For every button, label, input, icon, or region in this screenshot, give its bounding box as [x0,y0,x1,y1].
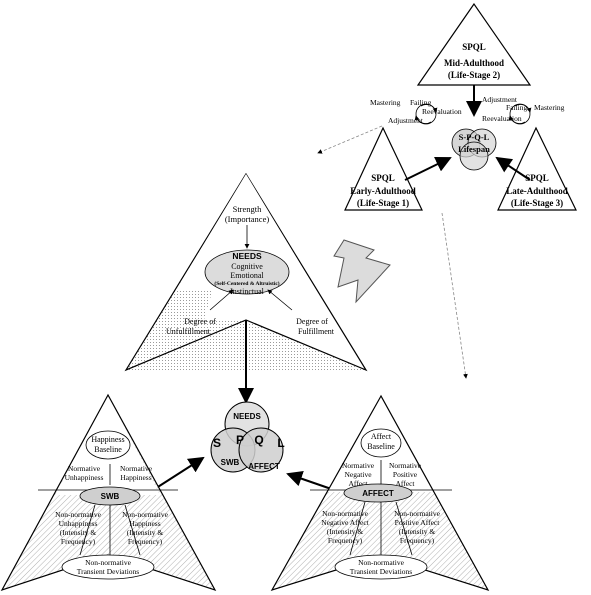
lifespan-venn: S-P-Q-L Lifespan [451,128,497,171]
swb-transient-1: Non-normative [85,558,131,567]
swb-to-center-arrow [149,456,205,493]
swb-happiness: Happiness [91,435,124,444]
swb-triangle: Happiness Baseline Normative Unhappiness… [0,393,217,592]
affect-triangle: Affect Baseline Normative Negative Affec… [270,394,490,592]
swb-nn-unhappy-3: (Intensity & [60,528,97,537]
center-q: Q [254,433,263,447]
swb-baseline: Baseline [94,445,122,454]
swb-nn-happy-3: (Intensity & [127,528,164,537]
affect-nn-neg-4: Frequency) [328,536,363,545]
left-cycle: Mastering Failing Reevaluation Adjustmen… [370,98,462,125]
needs-degree-unf: Degree of [184,317,216,326]
right-failing: Failing [506,103,528,112]
late-stage: Late-Adulthood [506,186,568,196]
affect-norm-pos-2: Positive [393,470,418,479]
late-to-lifespan-arrow [495,156,531,181]
needs-fulfillment: Fulfillment [298,327,335,336]
needs-triangle: Strength (Importance) NEEDS Cognitive Em… [124,172,368,372]
dashed-leader-left [317,125,383,154]
left-reevaluation: Reevaluation [422,107,462,116]
swb-nn-unhappy-2: Unhappiness [59,519,98,528]
center-p: P [236,433,244,447]
center-venn: NEEDS S P Q L SWB AFFECT [210,401,285,473]
affect-baseline: Baseline [367,442,395,451]
late-title: SPQL [525,173,549,183]
lifespan-label: Lifespan [458,144,490,154]
affect-nn-pos-4: Frequency) [400,536,435,545]
needs-cognitive: Cognitive [231,262,263,271]
mid-stage-num: (Life-Stage 2) [448,70,500,80]
mid-title: SPQL [462,42,486,52]
swb-norm-happy-2: Happiness [120,473,151,482]
affect-affect: Affect [371,432,392,441]
center-affect: AFFECT [248,462,280,471]
swb-norm-happy-1: Normative [120,464,153,473]
swb-label: SWB [101,492,120,501]
early-adulthood-triangle: SPQL Early-Adulthood (Life-Stage 1) [344,126,423,211]
late-adulthood-triangle: SPQL Late-Adulthood (Life-Stage 3) [497,126,577,211]
early-stage-num: (Life-Stage 1) [357,198,409,208]
needs-self-centered: (Self-Centered & Altruistic) [214,280,279,287]
needs-importance: (Importance) [225,214,270,224]
affect-norm-neg-3: Affect [348,479,368,488]
mid-adulthood-triangle: SPQL Mid-Adulthood (Life-Stage 2) [416,2,532,86]
needs-degree-f: Degree of [296,317,328,326]
swb-nn-happy-2: Happiness [129,519,160,528]
swb-transient-2: Transient Deviations [77,567,140,576]
left-adjustment: Adjustment [388,116,424,125]
affect-norm-pos-3: Affect [395,479,415,488]
dashed-leader-right [441,212,468,379]
right-reevaluation: Reevaluation [482,114,522,123]
affect-norm-neg-2: Negative [344,470,372,479]
needs-label: NEEDS [232,251,262,261]
affect-nn-pos-2: Positive Affect [395,518,441,527]
needs-instinctual: Instinctual [230,287,265,296]
right-mastering: Mastering [534,103,565,112]
affect-nn-neg-3: (Intensity & [327,527,364,536]
center-l: L [277,436,284,450]
affect-norm-neg-1: Normative [342,461,375,470]
early-title: SPQL [371,173,395,183]
early-to-lifespan-arrow [404,156,452,181]
swb-nn-unhappy-1: Non-normative [55,510,101,519]
needs-strength: Strength [233,204,263,214]
left-mastering: Mastering [370,98,401,107]
center-swb: SWB [221,458,240,467]
affect-nn-neg-1: Non-normative [322,509,368,518]
early-stage: Early-Adulthood [350,186,416,196]
affect-norm-pos-1: Normative [389,461,422,470]
swb-nn-unhappy-4: Frequency) [61,537,96,546]
swb-norm-unhappy-1: Normative [68,464,101,473]
left-failing: Failing [410,98,432,107]
affect-nn-pos-1: Non-normative [394,509,440,518]
swb-nn-happy-1: Non-normative [122,510,168,519]
center-s: S [213,436,221,450]
late-stage-num: (Life-Stage 3) [511,198,563,208]
zigzag-arrow [333,239,391,304]
affect-label: AFFECT [362,489,394,498]
mid-stage: Mid-Adulthood [444,58,504,68]
affect-nn-neg-2: Negative Affect [321,518,369,527]
affect-transient-2: Transient Deviations [350,567,413,576]
needs-unfulfillment: Unfulfillment [166,327,211,336]
lifespan-letters: S-P-Q-L [459,132,490,142]
right-cycle: Adjustment Failing Mastering Reevaluatio… [482,95,565,125]
swb-nn-happy-4: Frequency) [128,537,163,546]
affect-transient-1: Non-normative [358,558,404,567]
center-needs: NEEDS [233,412,261,421]
needs-emotional: Emotional [230,271,264,280]
swb-norm-unhappy-2: Unhappiness [65,473,104,482]
right-adjustment: Adjustment [482,95,518,104]
affect-nn-pos-3: (Intensity & [399,527,436,536]
